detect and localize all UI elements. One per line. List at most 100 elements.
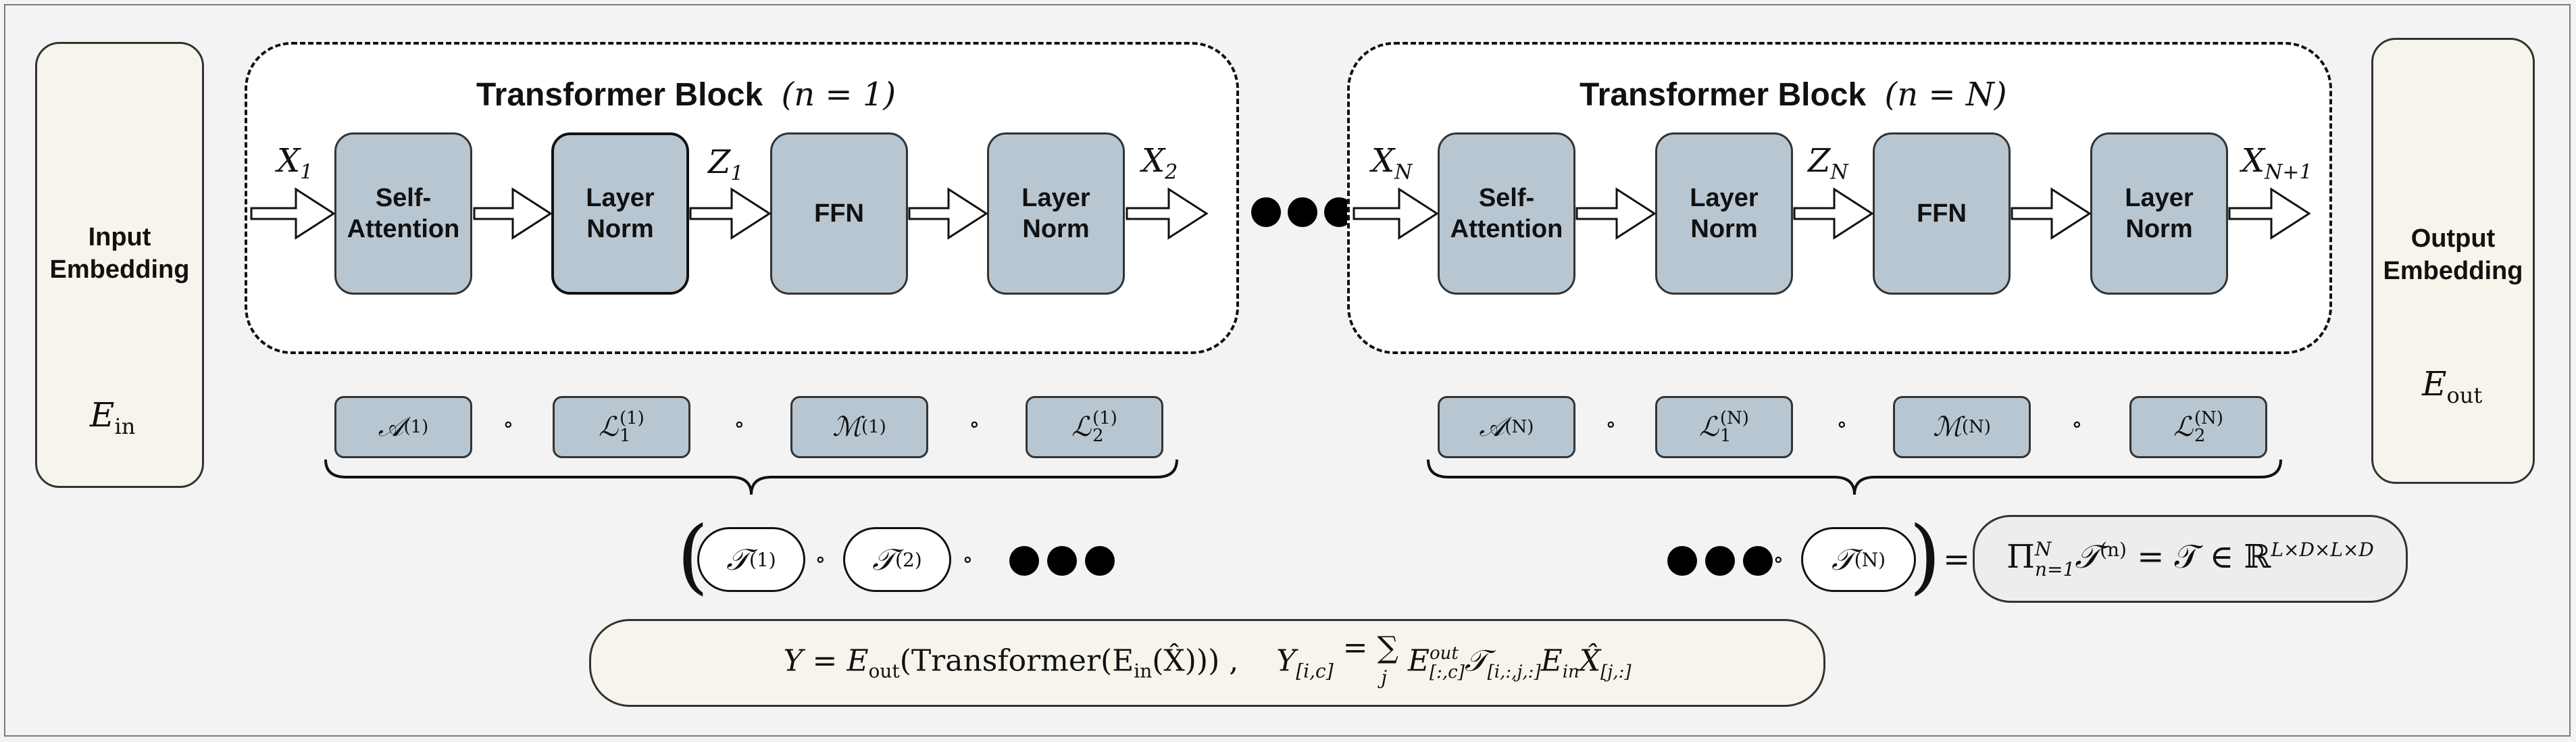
t1-sym: 𝒯 xyxy=(726,542,750,577)
op-sub: 2 xyxy=(1092,426,1104,446)
op-sym: 𝒜 xyxy=(378,412,404,443)
b1-out-sub: 2 xyxy=(1165,160,1178,184)
block-1-layer-norm-2: Layer Norm xyxy=(987,132,1125,295)
chain-dot xyxy=(1667,546,1697,576)
block-n-input-label: XN xyxy=(1371,142,1412,184)
op-sup: (1) xyxy=(861,417,886,437)
op-layernorm-1-n: ℒ(N)1 xyxy=(1655,396,1793,458)
input-embedding-title: Input Embedding xyxy=(49,223,190,284)
bn-out-sub: N+1 xyxy=(2265,160,2313,184)
compose-symbol: ∘ xyxy=(1605,411,1617,438)
b1-mid-sub: 1 xyxy=(730,162,744,186)
e-in-letter: E xyxy=(90,395,115,435)
compose-symbol: ∘ xyxy=(962,546,974,573)
block-1-node-1-label: Layer Norm xyxy=(586,184,655,243)
t2-sup: (2) xyxy=(895,548,922,571)
block-n-title: Transformer Block (n = N) xyxy=(1580,76,2007,114)
formula-pill: Y = Eout(Transformer(Ein(X̂))) , Y[i,c] … xyxy=(589,619,1825,707)
block-1-ffn: FFN xyxy=(770,132,908,295)
compose-symbol: ∘ xyxy=(1836,411,1848,438)
chain-dot xyxy=(1705,546,1735,576)
block-n-ffn: FFN xyxy=(1873,132,2011,295)
t1-sup: (1) xyxy=(749,548,776,571)
block-1-index: (n = 1) xyxy=(781,76,896,114)
f-part9-sub: [j,:] xyxy=(1600,662,1632,683)
f-part2: (Transformer(E xyxy=(899,643,1134,678)
compose-symbol: ∘ xyxy=(1773,546,1784,573)
f-part8: E xyxy=(1540,643,1563,678)
output-embedding-box: Output Embedding Eout xyxy=(2371,38,2535,484)
b1-in-letter: X xyxy=(277,142,301,180)
block-n-node-3-label: Layer Norm xyxy=(2125,184,2194,243)
bn-mid-sub: N xyxy=(1830,160,1848,184)
f-sum-index: j xyxy=(1381,666,1388,689)
f-part2-sub: in xyxy=(1134,660,1153,683)
f-part3: (X̂))) , xyxy=(1152,643,1239,678)
block-n-layer-norm-1: Layer Norm xyxy=(1655,132,1793,295)
chain-tn: 𝒯(N) xyxy=(1801,527,1916,592)
f-part1-sub: out xyxy=(868,660,900,683)
op-sym: ℳ xyxy=(832,412,861,443)
output-embedding-symbol: Eout xyxy=(2422,364,2482,408)
op-sup: (1) xyxy=(619,408,645,428)
op-sym: ℒ xyxy=(1071,412,1091,443)
f-part6-sub: [:,c] xyxy=(1430,662,1465,683)
block-n-title-text: Transformer Block xyxy=(1580,77,1867,113)
block-1-self-attention: Self- Attention xyxy=(334,132,472,295)
op-sub: 1 xyxy=(619,426,631,446)
bn-in-sub: N xyxy=(1394,160,1413,184)
block-n-node-1-label: Layer Norm xyxy=(1690,184,1759,243)
op-sup: (N) xyxy=(2194,408,2223,428)
op-sym: ℒ xyxy=(1699,412,1719,443)
op-layernorm-1-1: ℒ(1)1 xyxy=(553,396,690,458)
product-eq: = 𝒯 ∈ ℝ xyxy=(2137,538,2271,576)
op-sub: 1 xyxy=(1719,426,1732,446)
block-n-output-label: XN+1 xyxy=(2242,142,2313,184)
chain-t1: 𝒯(1) xyxy=(697,527,805,592)
e-in-sub: in xyxy=(114,414,136,439)
compose-symbol: ∘ xyxy=(734,411,745,438)
op-sym: ℒ xyxy=(2173,412,2193,443)
b1-out-letter: X xyxy=(1142,142,1165,180)
op-sup: (1) xyxy=(1092,408,1117,428)
chain-dot xyxy=(1047,546,1077,576)
block-1-input-label: X1 xyxy=(277,142,313,184)
continuation-dot xyxy=(1288,197,1317,227)
bn-out-letter: X xyxy=(2242,142,2265,180)
e-out-sub: out xyxy=(2446,382,2483,408)
t2-sym: 𝒯 xyxy=(872,542,896,577)
op-ffn-1: ℳ(1) xyxy=(790,396,928,458)
f-part4-sub: [i,c] xyxy=(1296,660,1334,683)
op-attention-n: 𝒜(N) xyxy=(1438,396,1575,458)
op-sym: ℒ xyxy=(599,412,618,443)
chain-equals: = xyxy=(1943,541,1971,578)
compose-symbol: ∘ xyxy=(969,411,980,438)
tn-sym: 𝒯 xyxy=(1831,542,1854,577)
continuation-dot xyxy=(1251,197,1281,227)
chain-close-paren: ) xyxy=(1909,510,1941,603)
e-out-letter: E xyxy=(2422,364,2447,403)
compose-symbol: ∘ xyxy=(2071,411,2083,438)
chain-dot xyxy=(1743,546,1773,576)
f-part9: X̂ xyxy=(1579,643,1601,678)
f-part7: 𝒯 xyxy=(1464,643,1488,678)
block-1-node-2-label: FFN xyxy=(814,199,864,228)
f-sum: = ∑ xyxy=(1342,630,1398,665)
input-embedding-box: Input Embedding Ein xyxy=(35,42,204,488)
f-part4: Y xyxy=(1276,643,1296,678)
outer-frame xyxy=(4,4,2571,737)
block-n-mid-label: ZN xyxy=(1808,142,1848,184)
input-embedding-symbol: Ein xyxy=(90,395,135,439)
block-n-node-0-label: Self- Attention xyxy=(1450,184,1563,243)
block-n-index: (n = N) xyxy=(1884,76,2007,114)
op-sym: 𝒜 xyxy=(1479,412,1505,443)
op-sup: (N) xyxy=(1505,417,1534,437)
product-space: L×D×L×D xyxy=(2271,539,2374,562)
block-1-output-label: X2 xyxy=(1142,142,1178,184)
block-n-node-2-label: FFN xyxy=(1917,199,1967,228)
compose-symbol: ∘ xyxy=(815,546,826,573)
b1-in-sub: 1 xyxy=(300,160,313,184)
block-1-node-3-label: Layer Norm xyxy=(1021,184,1090,243)
chain-t2: 𝒯(2) xyxy=(843,527,951,592)
